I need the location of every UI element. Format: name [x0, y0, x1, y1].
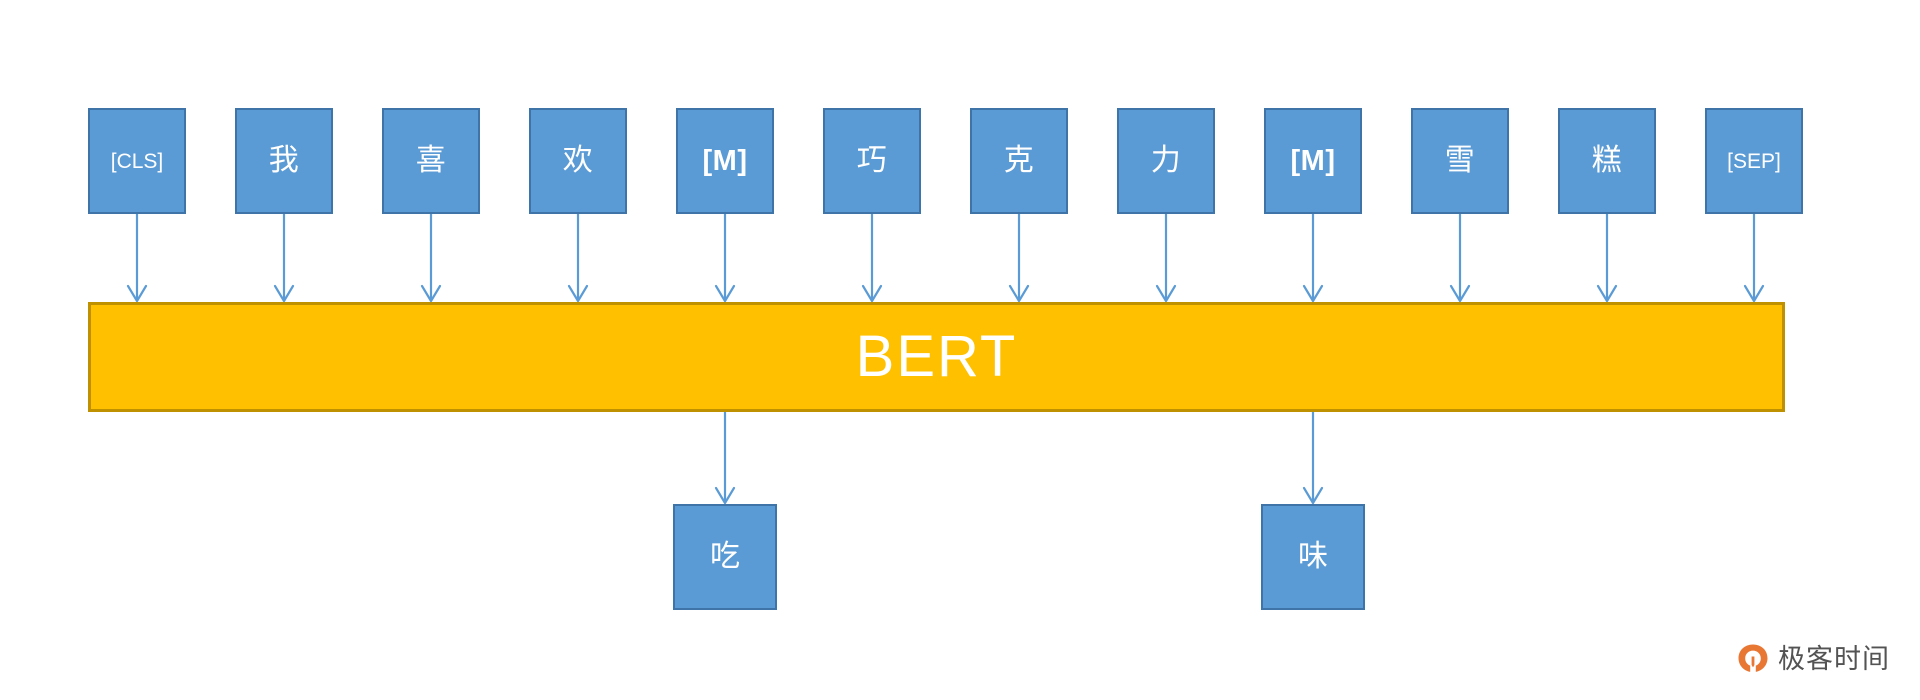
- output-token-label: 吃: [710, 540, 740, 573]
- input-token-label: 雪: [1444, 144, 1476, 177]
- input-token-box: [CLS]: [88, 108, 186, 214]
- output-token-box: 吃: [673, 504, 777, 610]
- input-token-label: [M]: [1290, 144, 1336, 177]
- input-arrow: [712, 214, 738, 303]
- input-token-label: 克: [1003, 144, 1035, 177]
- input-arrow: [565, 214, 591, 303]
- input-token-label: 欢: [562, 144, 594, 177]
- input-token-box: 力: [1117, 108, 1215, 214]
- input-token-box: 糕: [1558, 108, 1656, 214]
- output-token-label: 味: [1298, 540, 1328, 573]
- output-arrow: [1300, 412, 1326, 505]
- input-arrow: [124, 214, 150, 303]
- input-token-label: 力: [1150, 144, 1182, 177]
- input-arrow: [1300, 214, 1326, 303]
- input-token-box: [SEP]: [1705, 108, 1803, 214]
- input-token-label: 喜: [415, 144, 447, 177]
- bert-label: BERT: [855, 324, 1018, 389]
- input-token-label: 糕: [1591, 144, 1623, 177]
- geektime-logo-icon: [1736, 642, 1770, 676]
- input-token-box: [M]: [1264, 108, 1362, 214]
- input-token-box: 喜: [382, 108, 480, 214]
- input-token-box: 雪: [1411, 108, 1509, 214]
- bert-model-bar: BERT: [88, 302, 1785, 412]
- input-arrow: [418, 214, 444, 303]
- input-arrow: [859, 214, 885, 303]
- input-arrow: [1594, 214, 1620, 303]
- input-token-box: [M]: [676, 108, 774, 214]
- input-token-box: 巧: [823, 108, 921, 214]
- input-token-box: 我: [235, 108, 333, 214]
- input-arrow: [271, 214, 297, 303]
- input-arrow: [1006, 214, 1032, 303]
- input-arrow: [1447, 214, 1473, 303]
- input-token-box: 欢: [529, 108, 627, 214]
- input-token-label: 我: [268, 144, 300, 177]
- input-arrow: [1153, 214, 1179, 303]
- watermark: 极客时间: [1736, 642, 1890, 676]
- input-token-label: [SEP]: [1727, 149, 1781, 173]
- output-arrow: [712, 412, 738, 505]
- input-token-label: [CLS]: [110, 149, 164, 173]
- watermark-text: 极客时间: [1778, 643, 1890, 675]
- output-token-box: 味: [1261, 504, 1365, 610]
- input-token-label: [M]: [702, 144, 748, 177]
- input-arrow: [1741, 214, 1767, 303]
- input-token-label: 巧: [856, 144, 888, 177]
- input-token-box: 克: [970, 108, 1068, 214]
